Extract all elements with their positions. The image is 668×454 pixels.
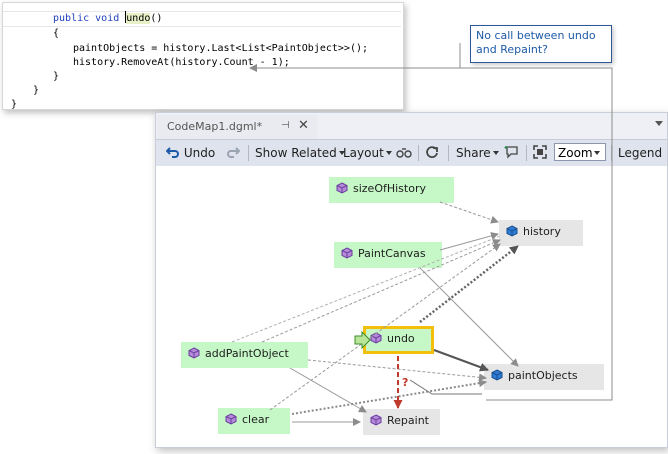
zoom-value: Zoom bbox=[558, 146, 593, 160]
method-icon bbox=[336, 182, 348, 194]
add-comment-button[interactable] bbox=[504, 144, 520, 162]
text-caret bbox=[125, 11, 127, 23]
code-keyword-void: void bbox=[95, 13, 120, 24]
graph-canvas[interactable]: sizeOfHistory history PaintCanvas undo a… bbox=[156, 166, 667, 447]
code-method-name: undo bbox=[126, 13, 151, 24]
node-label: undo bbox=[387, 332, 415, 345]
node-history[interactable]: history bbox=[499, 220, 583, 246]
node-label: PaintCanvas bbox=[358, 247, 426, 260]
node-label: addPaintObject bbox=[205, 347, 289, 360]
tab-codemap1[interactable]: CodeMap1.dgml* ⊣ ✕ bbox=[157, 115, 317, 139]
undo-label: Undo bbox=[183, 146, 216, 160]
node-clear[interactable]: clear bbox=[218, 408, 290, 434]
share-label: Share bbox=[456, 146, 491, 160]
toolbar-separator bbox=[448, 145, 449, 161]
undo-button[interactable]: Undo bbox=[165, 144, 216, 162]
chevron-down-icon bbox=[385, 151, 392, 155]
close-icon[interactable]: ✕ bbox=[298, 118, 309, 133]
method-icon bbox=[341, 247, 353, 259]
comment-callout[interactable]: No call between undo and Repaint? bbox=[470, 25, 612, 63]
tab-strip: CodeMap1.dgml* ⊣ ✕ bbox=[156, 113, 667, 139]
node-sizeofhistory[interactable]: sizeOfHistory bbox=[329, 177, 454, 203]
show-related-button[interactable]: Show Related bbox=[255, 144, 345, 162]
code-map-window: CodeMap1.dgml* ⊣ ✕ Undo Show Related Lay… bbox=[155, 112, 668, 448]
code-line-7: } bbox=[11, 99, 18, 110]
refresh-icon bbox=[426, 146, 438, 158]
find-button[interactable] bbox=[396, 144, 412, 162]
node-label: clear bbox=[242, 413, 270, 426]
node-label: paintObjects bbox=[508, 369, 578, 382]
share-button[interactable]: Share bbox=[456, 144, 499, 162]
node-label: sizeOfHistory bbox=[353, 182, 426, 195]
code-line-3: paintObjects = history.Last<List<PaintOb… bbox=[73, 43, 369, 54]
toolbar-separator bbox=[418, 145, 419, 161]
zoom-select[interactable]: Zoom bbox=[554, 143, 606, 161]
method-icon bbox=[370, 332, 382, 344]
method-icon bbox=[188, 347, 200, 359]
method-icon bbox=[370, 414, 382, 426]
toolbar: Undo Show Related Layout Share Zoom Lege… bbox=[156, 139, 667, 167]
toolbar-separator bbox=[526, 145, 527, 161]
node-label: Repaint bbox=[387, 414, 429, 427]
code-line-4: history.RemoveAt(history.Count - 1); bbox=[73, 57, 290, 68]
missing-call-question-mark: ? bbox=[402, 376, 409, 389]
callout-line-1: No call between undo bbox=[476, 29, 596, 42]
redo-button[interactable] bbox=[226, 144, 241, 162]
tab-title: CodeMap1.dgml* bbox=[167, 120, 263, 133]
node-label: history bbox=[523, 225, 561, 238]
redo-icon bbox=[227, 147, 241, 158]
binoculars-icon bbox=[396, 148, 412, 158]
field-icon bbox=[491, 369, 503, 381]
chevron-down-icon bbox=[594, 151, 600, 155]
legend-label: Legend bbox=[618, 146, 663, 160]
zoom-fit-icon bbox=[533, 145, 547, 159]
node-repaint[interactable]: Repaint bbox=[363, 409, 440, 435]
callout-line-2: and Repaint? bbox=[476, 43, 549, 56]
layout-button[interactable]: Layout bbox=[343, 144, 392, 162]
node-addpaintobject[interactable]: addPaintObject bbox=[181, 342, 308, 368]
chevron-down-icon bbox=[492, 151, 499, 155]
legend-button[interactable]: Legend bbox=[618, 144, 662, 162]
toolbar-separator bbox=[248, 145, 249, 161]
refresh-button[interactable] bbox=[425, 144, 439, 162]
pin-icon[interactable]: ⊣ bbox=[281, 120, 290, 131]
method-icon bbox=[225, 413, 237, 425]
undo-icon bbox=[165, 147, 179, 158]
code-line-6: } bbox=[33, 85, 40, 96]
field-icon bbox=[506, 225, 518, 237]
node-paintobjects[interactable]: paintObjects bbox=[484, 364, 604, 390]
node-paintcanvas[interactable]: PaintCanvas bbox=[334, 242, 442, 268]
code-line-signature: public void undo() bbox=[53, 11, 163, 24]
toolbar-separator bbox=[611, 145, 612, 161]
code-line-2: { bbox=[53, 28, 60, 39]
show-related-label: Show Related bbox=[255, 146, 337, 160]
comment-icon bbox=[504, 146, 518, 159]
callout-text: No call between undo and Repaint? bbox=[476, 29, 596, 57]
code-line-5: } bbox=[53, 71, 60, 82]
code-editor-snippet: public void undo() { paintObjects = hist… bbox=[2, 2, 404, 110]
node-undo[interactable]: undo bbox=[363, 326, 434, 354]
code-keyword-public: public bbox=[53, 13, 90, 24]
zoom-fit-button[interactable] bbox=[533, 144, 547, 162]
chevron-down-icon bbox=[338, 151, 345, 155]
current-line-highlight bbox=[3, 11, 401, 27]
layout-label: Layout bbox=[343, 146, 384, 160]
chevron-down-icon[interactable] bbox=[655, 121, 663, 126]
